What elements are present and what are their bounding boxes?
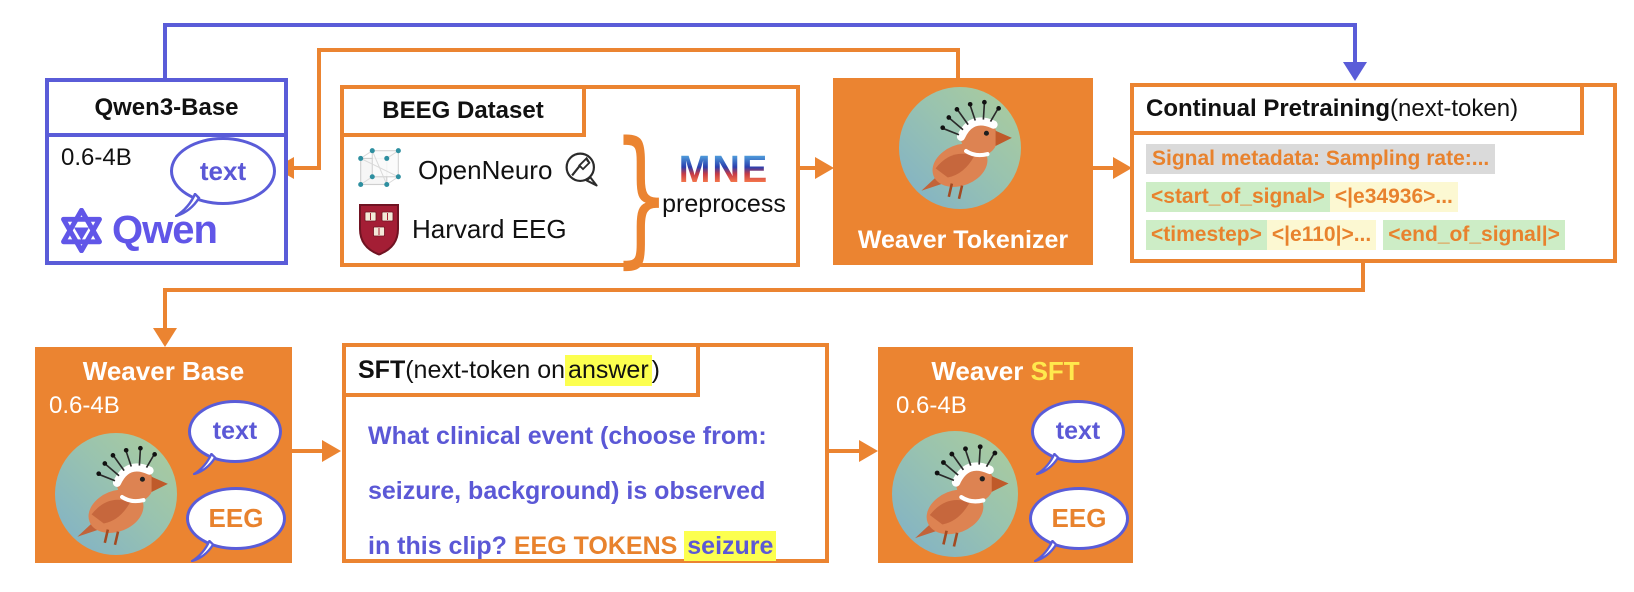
signal-metadata-text: Signal metadata: Sampling rate:... [1146, 144, 1496, 174]
arrowhead-into-weaver-sft [859, 440, 878, 462]
pretrain-title-main: Continual Pretraining [1146, 95, 1391, 122]
start-of-signal-token: <start_of_signal> [1146, 182, 1330, 212]
weaver-sft-text-bubble: text [1031, 400, 1125, 475]
timestep-line: <timestep><|e110|>...<end_of_signal|> [1146, 220, 1565, 250]
sft-title-post: ) [651, 355, 660, 384]
weaver-base-box: Weaver Base 0.6-4B text EEG [35, 347, 292, 563]
arrow-qwen-to-pretrain [163, 23, 167, 78]
eeg-bubble-label: EEG [208, 503, 264, 533]
eeg-token-id-2: <|e110|>... [1266, 220, 1377, 250]
weaver-sft-box: Weaver SFT 0.6-4B text EEG [878, 347, 1133, 563]
arrow-qwen-to-pretrain [163, 23, 1357, 27]
eeg-tokens-placeholder: EEG TOKENS [513, 532, 678, 560]
openneuro-label: OpenNeuro [418, 154, 553, 185]
weaver-bird-logo [899, 87, 1021, 209]
beeg-dataset-title: BEEG Dataset [340, 85, 586, 137]
arrow-sft-to-weaver-sft [827, 449, 859, 453]
arrow-tokenizer-to-text [294, 166, 319, 170]
weaver-bird-logo [892, 431, 1018, 557]
end-of-signal-token: <end_of_signal|> [1383, 220, 1565, 250]
harvard-crest-icon [359, 204, 399, 256]
speech-tail-icon [1034, 540, 1058, 562]
eeg-bubble-label: EEG [1051, 503, 1107, 533]
weaver-base-eeg-bubble: EEG [186, 487, 286, 562]
sft-title-main: SFT [358, 355, 406, 384]
qwen-size-label: 0.6-4B [61, 144, 132, 171]
openneuro-cube-icon [358, 148, 401, 187]
qwen-text-bubble: text [170, 137, 276, 217]
arrowhead-into-sft [322, 440, 341, 462]
weaver-tokenizer-box: Weaver Tokenizer [833, 78, 1093, 265]
arrow-pretrain-to-weaver-base [163, 288, 167, 328]
sft-answer-seizure: seizure [684, 531, 777, 561]
sft-question-line1: What clinical event (choose from: [368, 422, 767, 450]
harvard-label: Harvard EEG [412, 213, 567, 244]
mne-logo: MNE [644, 149, 804, 192]
weaver-base-size-label: 0.6-4B [49, 392, 120, 419]
weaver-base-title: Weaver Base [82, 356, 245, 386]
curly-brace: } [612, 110, 671, 282]
arrow-tokenizer-to-pretrain [1091, 166, 1113, 170]
weaver-sft-title-white: Weaver [931, 356, 1031, 386]
openneuro-row: OpenNeuro [352, 142, 604, 198]
text-bubble-label: text [212, 417, 258, 445]
speech-tail-icon [1036, 453, 1060, 475]
qwen-text-bubble-label: text [199, 155, 247, 186]
sft-question: What clinical event (choose from: seizur… [368, 409, 777, 574]
qwen-logo-icon [61, 208, 102, 253]
qwen-wordmark: Qwen [112, 208, 218, 252]
continual-pretraining-box: Continual Pretraining (next-token) Signa… [1130, 83, 1617, 263]
weaver-bird-logo [55, 433, 177, 555]
sft-title-pre: (next-token on [405, 355, 566, 384]
arrow-tokenizer-to-text [956, 48, 960, 80]
sft-question-line2: seizure, background) is observed [368, 477, 766, 505]
weaver-sft-title: Weaver SFT [878, 356, 1133, 387]
weaver-sft-eeg-bubble: EEG [1029, 487, 1129, 562]
arrowhead-into-weaver-base [153, 328, 177, 347]
sft-question-line3: in this clip? EEG TOKENS seizure [368, 519, 777, 574]
arrow-pretrain-to-weaver-base [163, 288, 1365, 292]
text-bubble-label: text [1055, 417, 1101, 445]
qwen-logo: Qwen [59, 208, 218, 253]
sft-box: SFT (next-token on answer) What clinical… [342, 343, 829, 563]
weaver-sft-size-label: 0.6-4B [896, 392, 967, 419]
beeg-dataset-box: BEEG Dataset OpenNeuro [340, 85, 800, 282]
arrowhead-into-pretrain [1343, 62, 1367, 81]
speech-tail-icon [191, 540, 215, 562]
pretrain-title-suffix: (next-token) [1390, 95, 1519, 122]
qwen3-base-title: Qwen3-Base [49, 82, 284, 137]
sft-line3-pre: in this clip? [368, 532, 514, 560]
harvard-row: Harvard EEG [356, 202, 567, 256]
arrow-beeg-to-tokenizer [797, 166, 815, 170]
weaver-sft-title-yellow: SFT [1030, 356, 1080, 386]
clean-brush-icon [565, 152, 599, 187]
arrow-qwen-to-pretrain [1353, 23, 1357, 62]
arrowhead-into-pretrain-left [1113, 157, 1132, 179]
sft-answer-highlight: answer [565, 354, 652, 386]
start-of-signal-line: <start_of_signal><|e34936>... [1146, 182, 1565, 212]
pretrain-token-lines: Signal metadata: Sampling rate:... <star… [1146, 144, 1565, 250]
qwen3-base-box: Qwen3-Base 0.6-4B text Qwen [45, 78, 288, 265]
mne-preprocess: MNE preprocess [644, 149, 804, 219]
timestep-token: <timestep> [1146, 220, 1267, 250]
sft-title: SFT (next-token on answer) [342, 343, 700, 397]
mne-preprocess-label: preprocess [662, 190, 786, 218]
continual-pretraining-title: Continual Pretraining (next-token) [1130, 83, 1584, 135]
arrow-tokenizer-to-text [317, 48, 321, 170]
weaver-tokenizer-title: Weaver Tokenizer [857, 226, 1069, 254]
arrow-pretrain-to-weaver-base [1361, 260, 1365, 292]
arrow-weaver-base-to-sft [290, 449, 322, 453]
eeg-token-id: <|e34936>... [1329, 182, 1458, 212]
arrowhead-into-tokenizer [815, 157, 834, 179]
arrow-tokenizer-to-text [317, 48, 960, 52]
speech-tail-icon [193, 453, 217, 475]
weaver-base-text-bubble: text [188, 400, 282, 475]
signal-metadata-line: Signal metadata: Sampling rate:... [1146, 144, 1565, 174]
